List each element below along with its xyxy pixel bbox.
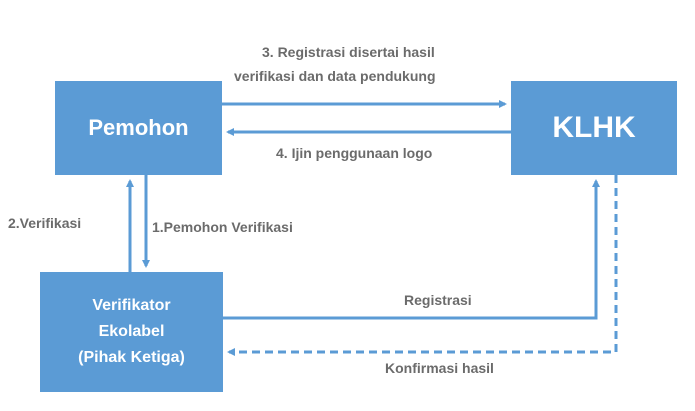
- node-verifikator-line1: Verifikator: [92, 297, 171, 314]
- edge-label-registrasi: Registrasi: [404, 292, 472, 308]
- edge-label-step2: 2.Verifikasi: [8, 215, 82, 231]
- arrow-registrasi: [223, 179, 600, 320]
- edge-label-step4: 4. Ijin penggunaan logo: [276, 145, 433, 161]
- edge-label-konfirmasi: Konfirmasi hasil: [385, 360, 494, 376]
- node-pemohon-label: Pemohon: [88, 115, 189, 140]
- edge-label-step3-line1: 3. Registrasi disertai hasil: [262, 44, 435, 60]
- node-klhk: KLHK: [511, 81, 677, 175]
- node-verifikator: Verifikator Ekolabel (Pihak Ketiga): [40, 272, 223, 392]
- node-verifikator-line2: Ekolabel: [98, 323, 165, 340]
- edge-label-step1: 1.Pemohon Verifikasi: [152, 219, 293, 235]
- node-klhk-label: KLHK: [552, 111, 636, 144]
- arrow-konfirmasi: [227, 175, 618, 356]
- node-pemohon: Pemohon: [55, 81, 222, 175]
- node-verifikator-line3: (Pihak Ketiga): [78, 349, 185, 366]
- edge-label-step3-line2: verifikasi dan data pendukung: [234, 68, 436, 84]
